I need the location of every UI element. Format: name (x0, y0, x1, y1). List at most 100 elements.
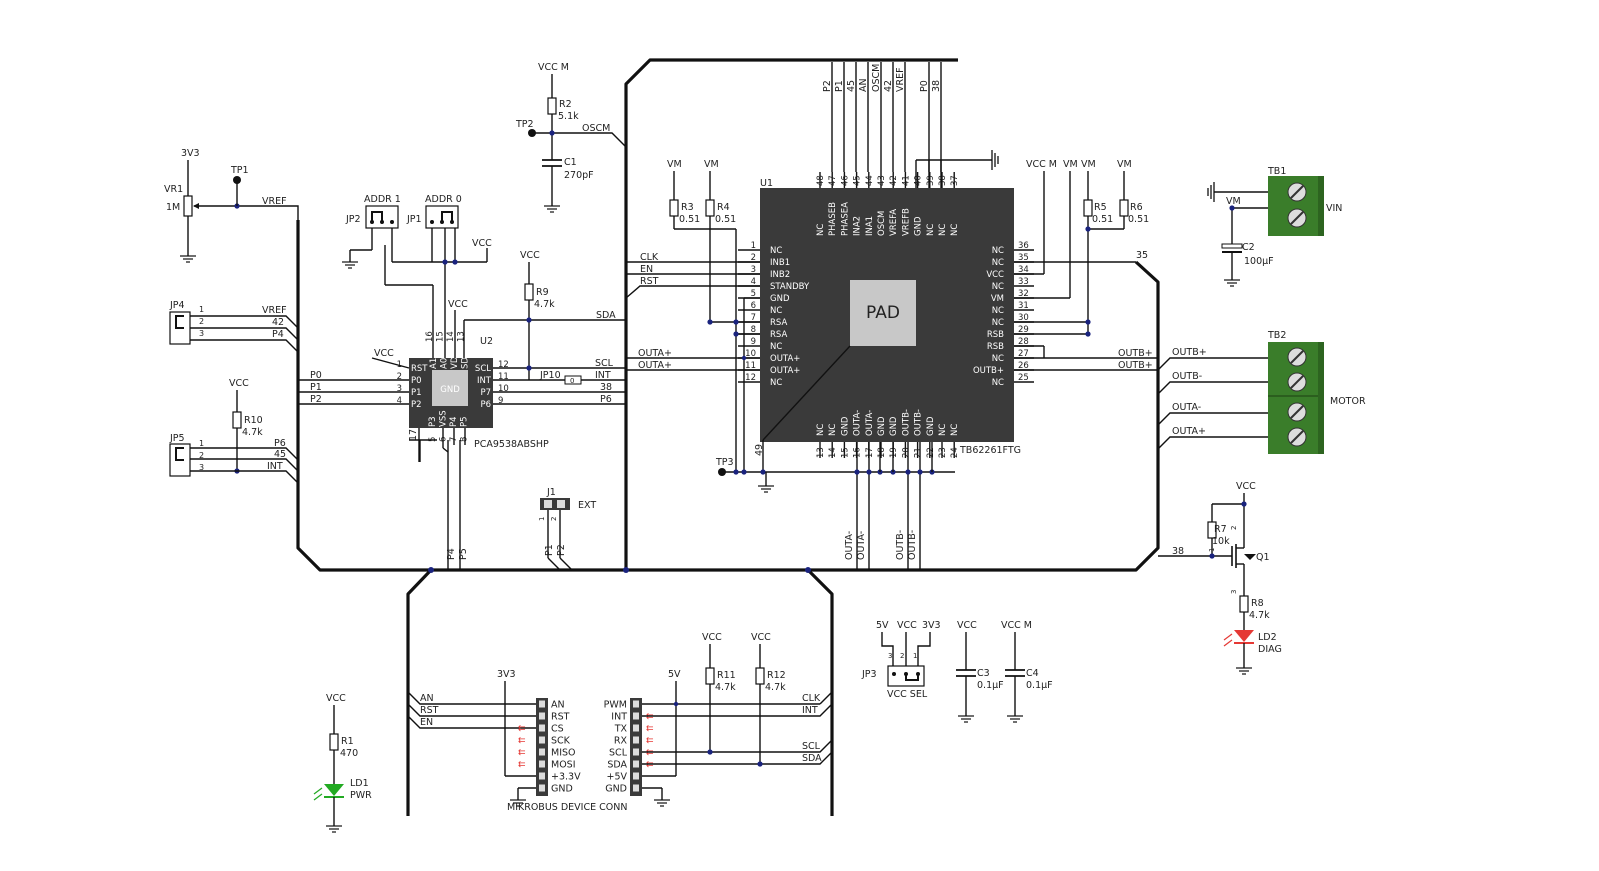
r11-vcc: VCC (702, 632, 722, 643)
u1-top-net-label: 45 (846, 80, 857, 92)
u1-pin-name: INB1 (770, 258, 790, 268)
tb1-vm: VM (1226, 196, 1241, 207)
u1-top-net-label: AN (858, 78, 869, 92)
u2-pin-name: P5 (460, 416, 470, 427)
u1-pin-number: 13 (816, 447, 826, 458)
u1-pin-number: 25 (1018, 373, 1029, 383)
u2-pin-number: 2 (397, 372, 402, 382)
r7-ref: R7 (1214, 524, 1227, 535)
u1-pin-number: 48 (816, 175, 826, 186)
u1-thermal-pad (850, 280, 916, 346)
c1-val: 270pF (564, 170, 594, 181)
vr1-3v3: 3V3 (181, 148, 200, 159)
jp5-pin2: 2 (199, 451, 204, 460)
mb-net-scl: SCL (802, 741, 821, 752)
jp5-pin1: 1 (199, 439, 204, 448)
mb-net-int: INT (802, 705, 818, 716)
u1-pin-name: OSCM (877, 211, 887, 236)
u1-left-wiring: VM VM R3 0.51 R4 0.51 CLK EN RST OUTA+ O… (625, 159, 955, 493)
u1-clk-label: CLK (640, 252, 659, 263)
tb1-vin-terminal: TB1 VIN VM C2 100µF (1207, 166, 1342, 287)
u1-pin-number: 2 (751, 253, 756, 263)
mb-pin-label: RX (614, 736, 628, 747)
jp5-p6: P6 (274, 438, 286, 449)
u1-pin-name: NC (770, 306, 782, 316)
r2-ref: R2 (559, 99, 572, 110)
u1-pin-name: OUTB- (901, 409, 911, 436)
vr1-ref: VR1 (164, 184, 183, 195)
u2-pin-name: P3 (428, 416, 438, 427)
tb1-vin-label: VIN (1326, 203, 1342, 214)
mb-pin-label: SDA (607, 760, 627, 771)
u1-bottom-wiring: OUTA- OUTA- OUTB- OUTB- (844, 442, 935, 570)
mb-net-an: AN (420, 693, 434, 704)
net-scl-label: SCL (595, 358, 614, 369)
u1-pin-name: NC (938, 224, 948, 236)
net-p6-label: P6 (600, 394, 612, 405)
u1-pin-number: 45 (853, 175, 863, 186)
u1-top-net-label: 42 (883, 80, 894, 92)
u1-pin-number: 15 (840, 447, 850, 458)
u1-pin-name: NC (950, 424, 960, 436)
r8-val: 4.7k (1249, 610, 1270, 621)
tb2-outb-m: OUTB- (1172, 371, 1202, 382)
mb-arrow-icon: ⇇ (518, 724, 526, 734)
u1-pin-name: OUTA+ (770, 354, 800, 364)
r9-resistor: R9 4.7k (524, 283, 555, 310)
ld2-led-icon (1234, 630, 1254, 642)
u1-pin-number: 38 (938, 175, 948, 186)
u2-pin-name: VDD (450, 350, 460, 369)
tp3-point (718, 468, 726, 476)
jp5-45: 45 (274, 449, 286, 460)
mb-net-clk: CLK (802, 693, 821, 704)
u1-pin-name: NC (992, 318, 1004, 328)
u2-pin-number: 15 (436, 331, 446, 342)
j1-pin1: 1 (538, 517, 546, 521)
oscillator-section: VCC M R2 5.1k TP2 OSCM C1 270pF (515, 62, 627, 213)
u1-pin-number: 33 (1018, 277, 1029, 287)
u1-pin-name: NC (816, 224, 826, 236)
u1-pin-name: RSB (987, 342, 1004, 352)
net-38-label: 38 (600, 382, 612, 393)
jp1-ref: JP1 (406, 214, 422, 225)
mb-pin-label: SCK (551, 736, 571, 747)
u1-pin-name: VREFB (901, 208, 911, 236)
mb-pin-label: MISO (551, 748, 576, 759)
u1-pin-number: 10 (745, 349, 756, 359)
r2-val: 5.1k (558, 111, 579, 122)
jp3-3v3: 3V3 (922, 620, 941, 631)
jp5-header: VCC R10 4.7k JP5 1 2 3 P6 45 INT (169, 378, 299, 484)
u1-pin-number: 29 (1018, 325, 1029, 335)
u1-pin-number: 5 (751, 289, 756, 299)
u1-pin-name: NC (992, 354, 1004, 364)
u1-pin-name: STANDBY (770, 282, 810, 292)
u2-pin-name: INT (477, 376, 492, 386)
tb2-motor-terminal: TB2 MOTOR OUTB+ OUTB- OUTA- OUTA+ (1157, 330, 1366, 454)
jp4-pin3: 3 (199, 329, 204, 338)
u1-vccm: VCC M (1026, 159, 1057, 170)
mikrobus-title: MIKROBUS DEVICE CONN (507, 802, 627, 813)
u1-pin-number: 4 (751, 277, 756, 287)
mb-pin (633, 772, 639, 780)
jp4-pin2: 2 (199, 317, 204, 326)
u2-pin-name: P7 (480, 388, 491, 398)
mb-pin-label: CS (551, 724, 564, 735)
jp5-pin3: 3 (199, 463, 204, 472)
u2-pin-name: P6 (480, 400, 491, 410)
r1-vcc: VCC (326, 693, 346, 704)
u1-vm-3: VM (1117, 159, 1132, 170)
q1-pin2: 2 (1230, 526, 1238, 530)
r12-vcc: VCC (751, 632, 771, 643)
mb-arrow-icon: ⇇ (646, 724, 654, 734)
u1-outb-p2: OUTB+ (1118, 360, 1153, 371)
q1-pin3: 3 (1230, 590, 1238, 594)
mb-pin (633, 784, 639, 792)
j1-ext-label: EXT (578, 500, 596, 511)
ld2-val: DIAG (1258, 644, 1282, 655)
c3-val: 0.1µF (977, 680, 1004, 691)
u2-pin-number: 11 (498, 372, 509, 382)
u1-rst-label: RST (640, 276, 659, 287)
